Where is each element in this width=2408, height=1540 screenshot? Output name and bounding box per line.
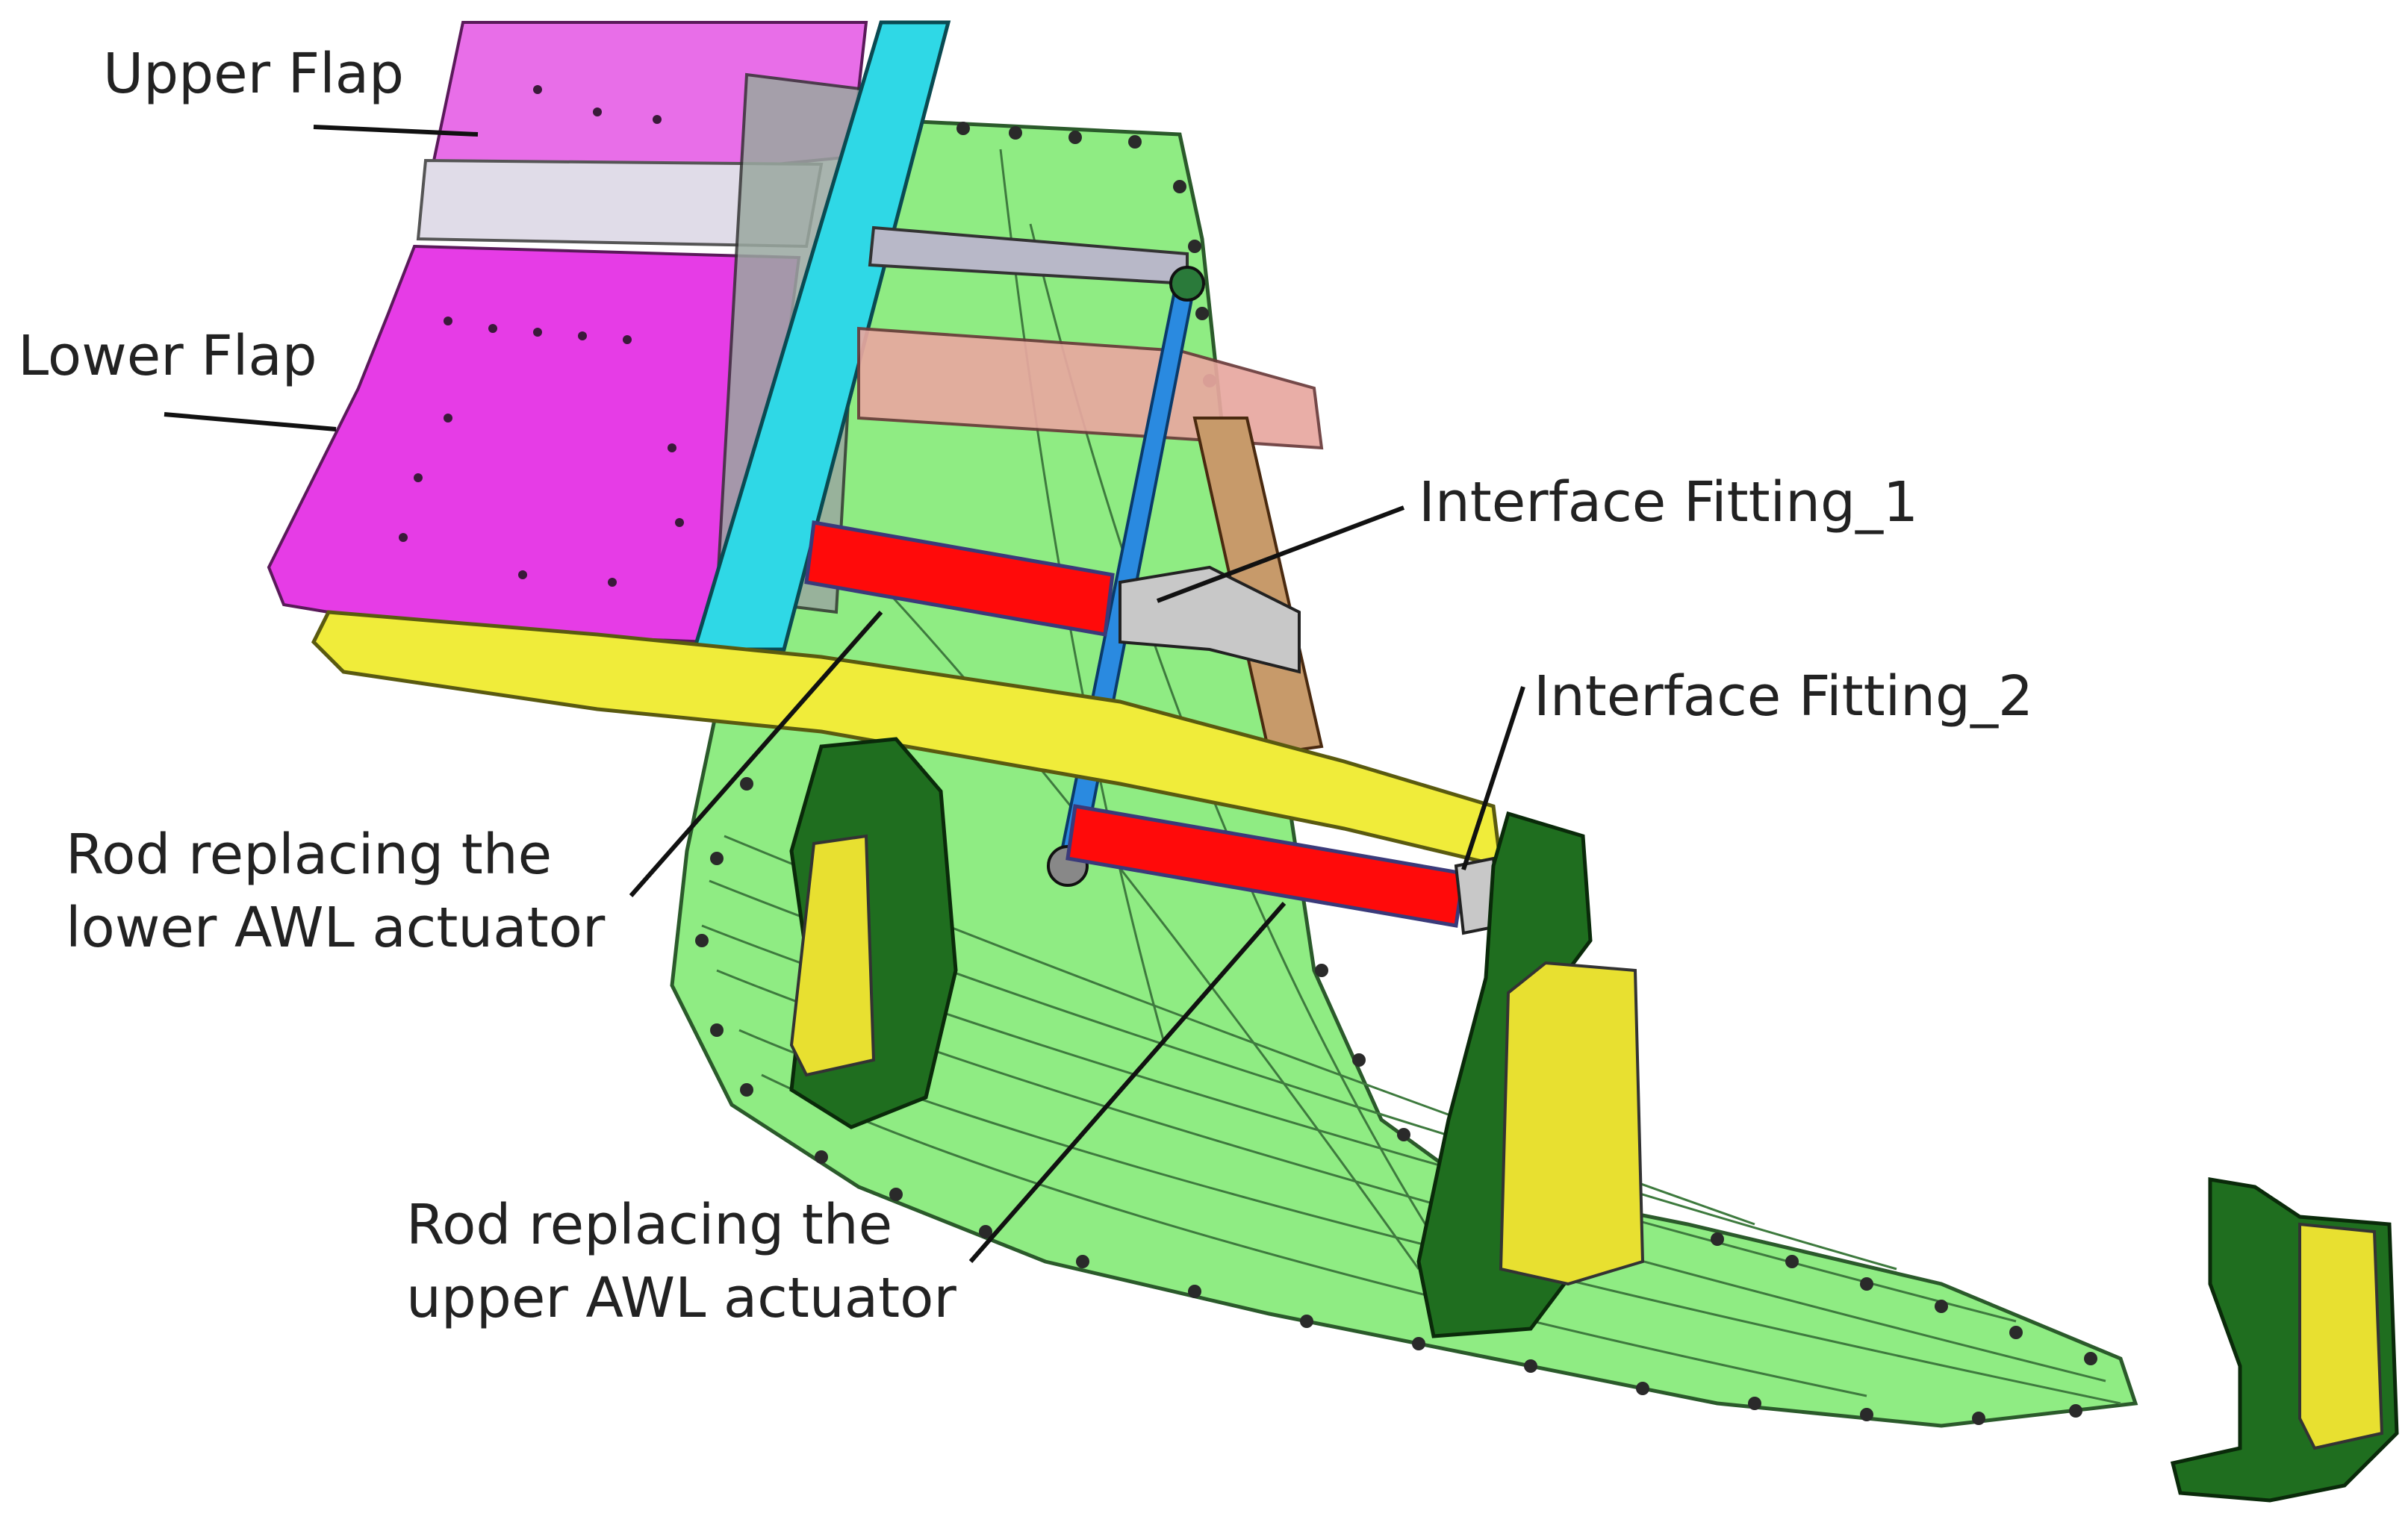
red-rod-upper <box>1065 804 1466 928</box>
label-rod-upper-actuator: Rod replacing the upper AWL actuator <box>406 1197 956 1326</box>
leader-interface-fitting-2 <box>1461 686 1525 870</box>
leader-upper-flap <box>313 125 479 137</box>
label-lower-flap: Lower Flap <box>18 328 317 384</box>
leader-interface-fitting-1 <box>1156 505 1405 603</box>
red-rod-lower <box>804 520 1115 637</box>
label-rod-upper-line1: Rod replacing the <box>406 1193 893 1257</box>
yellow-beam <box>311 610 1503 869</box>
leader-lines <box>164 125 1525 1263</box>
leader-rod-lower <box>629 611 883 897</box>
leader-lower-flap <box>164 412 337 431</box>
label-interface-fitting-2: Interface Fitting_2 <box>1534 669 2033 724</box>
pad-left <box>789 834 876 1077</box>
cyan-spar <box>691 20 951 652</box>
leader-rod-upper <box>968 902 1287 1263</box>
label-rod-upper-line2: upper AWL actuator <box>406 1266 956 1330</box>
pad-middle <box>1499 961 1645 1286</box>
flap-rivets <box>399 85 684 587</box>
label-interface-fitting-1-text: Interface Fitting_1 <box>1419 470 1919 534</box>
label-rod-lower-line1: Rod replacing the <box>66 823 553 887</box>
interface-fitting-1-part <box>1119 565 1301 674</box>
label-interface-fitting-2-text: Interface Fitting_2 <box>1534 664 2034 729</box>
label-rod-lower-line2: lower AWL actuator <box>66 896 606 960</box>
label-rod-lower-actuator: Rod replacing the lower AWL actuator <box>66 827 605 956</box>
label-upper-flap-text: Upper Flap <box>103 42 405 106</box>
blue-rod-end-top <box>1169 266 1205 302</box>
label-upper-flap: Upper Flap <box>103 46 404 102</box>
label-lower-flap-text: Lower Flap <box>18 324 317 388</box>
label-interface-fitting-1: Interface Fitting_1 <box>1419 475 1918 530</box>
pad-right <box>2298 1222 2384 1450</box>
